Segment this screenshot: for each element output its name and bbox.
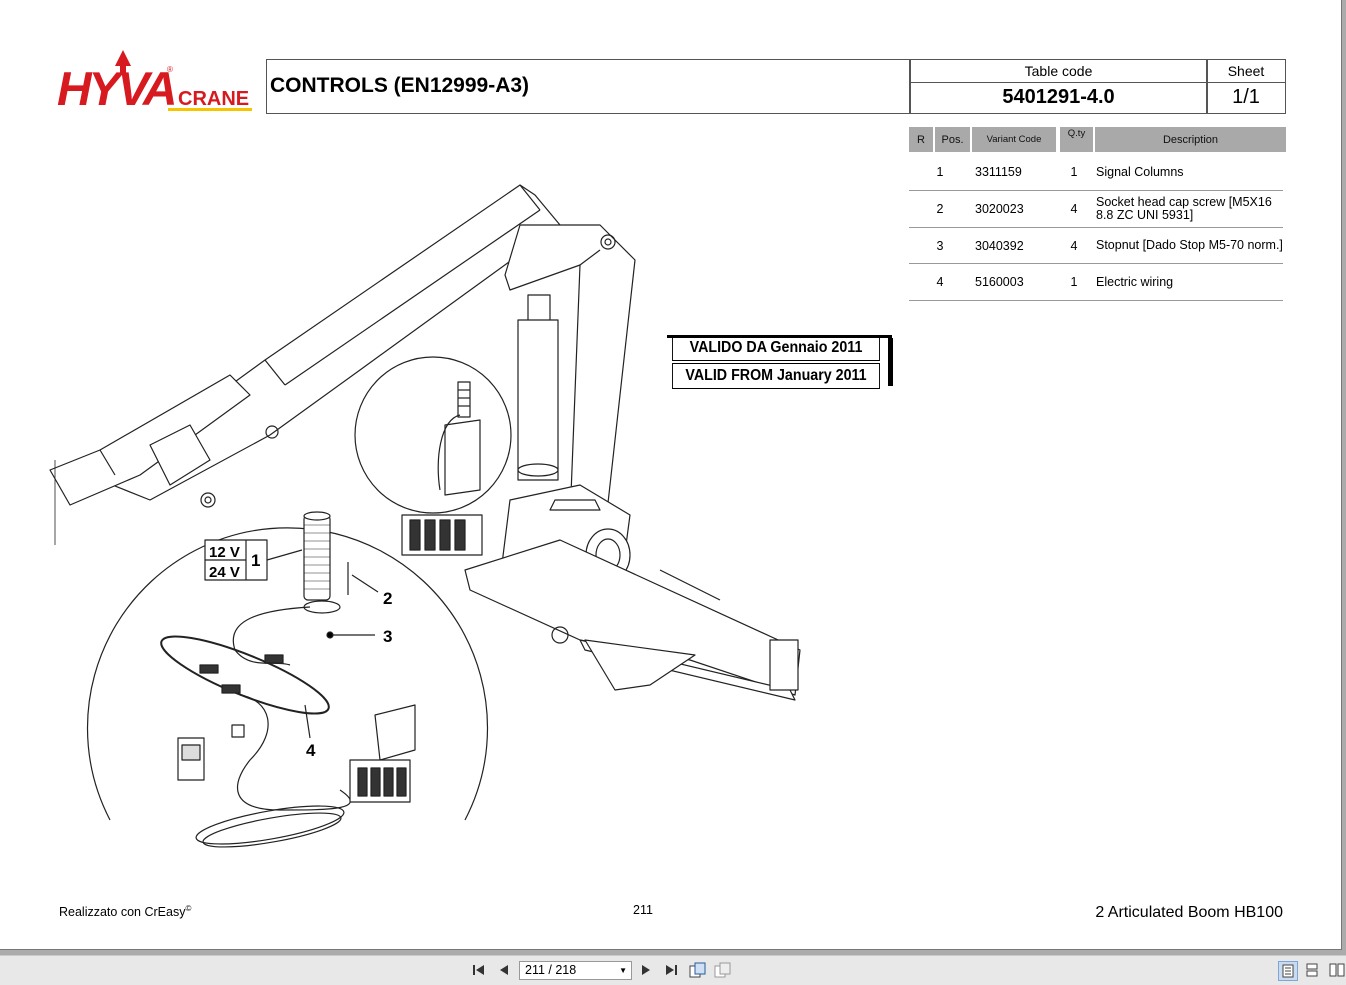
document-page: HYVA ® CRANE CONTROLS (EN12999-A3) Table… [0,0,1342,950]
page-title: CONTROLS (EN12999-A3) [270,74,530,97]
single-page-view-button[interactable] [1278,961,1298,981]
row-qty: 1 [1070,275,1078,289]
row-description: Electric wiring [1096,274,1174,289]
previous-page-button[interactable] [495,961,513,979]
validity-italian: VALIDO DA Gennaio 2011 [672,335,880,361]
next-page-icon [642,965,650,975]
main-boom [49,184,561,508]
voltage-label-box: 12 V 24 V 1 [204,539,303,581]
row-code: 3311159 [975,165,1022,179]
header-variant-code: Variant Code [972,127,1056,152]
voltage-24v: 24 V [209,564,240,581]
first-page-button[interactable] [470,961,488,979]
continuous-view-button[interactable] [1303,961,1321,979]
dropdown-arrow-icon: ▼ [619,966,627,975]
header-r: R [909,127,933,152]
svg-text:CRANE: CRANE [178,88,249,110]
row-description: Signal Columns [1096,164,1184,179]
row-description: Socket head cap screw [M5X16 8.8 ZC UNI … [1096,195,1272,222]
row-code: 3040392 [975,238,1024,253]
footer-page-number: 211 [633,903,653,917]
lift-cylinder [517,294,559,481]
footer-section-title: 2 Articulated Boom HB100 [1095,904,1283,921]
row-pos: 3 [936,238,944,253]
callout-1: 1 [251,551,260,570]
table-row: 2 3020023 4 Socket head cap screw [M5X16… [909,191,1283,228]
page-selector[interactable]: 211 / 218 ▼ [519,961,632,980]
viewer-toolbar: 211 / 218 ▼ [0,955,1346,985]
last-page-icon [666,965,677,975]
single-page-icon [1282,964,1294,978]
base-frame [464,539,801,701]
table-row: 3 3040392 4 Stopnut [Dado Stop M5-70 nor… [909,228,1283,264]
lower-valve-block [349,704,416,803]
detail-upper-contents [437,381,481,496]
sheet-label: Sheet [1227,63,1265,79]
copy-page-button[interactable] [689,961,707,979]
footer-credit-text: Realizzato con CrEasy [59,905,186,920]
previous-page-icon [500,965,508,975]
last-page-button[interactable] [662,961,680,979]
sheet-box: Sheet 1/1 [1206,59,1286,114]
sheet-value: 1/1 [1232,86,1260,108]
copy-page-icon [689,962,706,978]
row-qty: 4 [1070,238,1078,253]
detail-circle-upper [354,356,512,514]
table-code-value: 5401291-4.0 [1002,86,1115,108]
table-row: 4 5160003 1 Electric wiring [909,264,1283,301]
paste-page-icon [714,962,731,978]
row-code: 5160003 [975,275,1024,289]
crane-technical-drawing: 12 V 24 V 1 2 3 4 [49,184,801,848]
row-description: Stopnut [Dado Stop M5-70 norm.] [1096,238,1283,252]
table-code-box: Table code 5401291-4.0 [909,59,1208,114]
row-pos: 1 [936,165,944,179]
header-description: Description [1095,127,1286,152]
continuous-page-icon [1306,963,1318,977]
paste-page-button[interactable] [714,961,732,979]
row-pos: 2 [936,202,944,216]
valve-bank [401,514,483,556]
electric-wiring [160,606,351,848]
callout-2: 2 [383,589,392,608]
validity-stamp: VALIDO DA Gennaio 2011 VALID FROM Januar… [663,335,893,392]
footer-credit: Realizzato con CrEasy© [59,904,191,919]
next-page-button[interactable] [637,961,655,979]
detail-circle-lower [86,527,489,821]
header-qty: Q.ty [1060,127,1093,152]
row-qty: 4 [1070,202,1078,216]
row-pos: 4 [936,275,944,289]
row-code: 3020023 [975,202,1024,216]
table-code-label: Table code [1024,63,1093,79]
voltage-12v: 12 V [209,544,240,561]
footer-copyright: © [185,904,192,913]
table-row: 1 3311159 1 Signal Columns [909,154,1283,191]
page-indicator: 211 / 218 [525,963,577,977]
svg-text:®: ® [167,65,173,74]
title-box: CONTROLS (EN12999-A3) [266,59,911,114]
first-page-icon [473,965,484,975]
validity-english: VALID FROM January 2011 [672,363,880,389]
callout-3: 3 [383,627,392,646]
row-qty: 1 [1070,165,1078,179]
hyva-logo-graphic: HYVA ® CRANE [57,50,252,116]
callout-4: 4 [306,741,316,760]
svg-text:HYVA: HYVA [57,63,174,114]
hyva-crane-logo: HYVA ® CRANE [57,48,257,116]
header-pos: Pos. [935,127,970,152]
two-page-icon [1329,963,1345,977]
two-page-view-button[interactable] [1328,961,1346,979]
